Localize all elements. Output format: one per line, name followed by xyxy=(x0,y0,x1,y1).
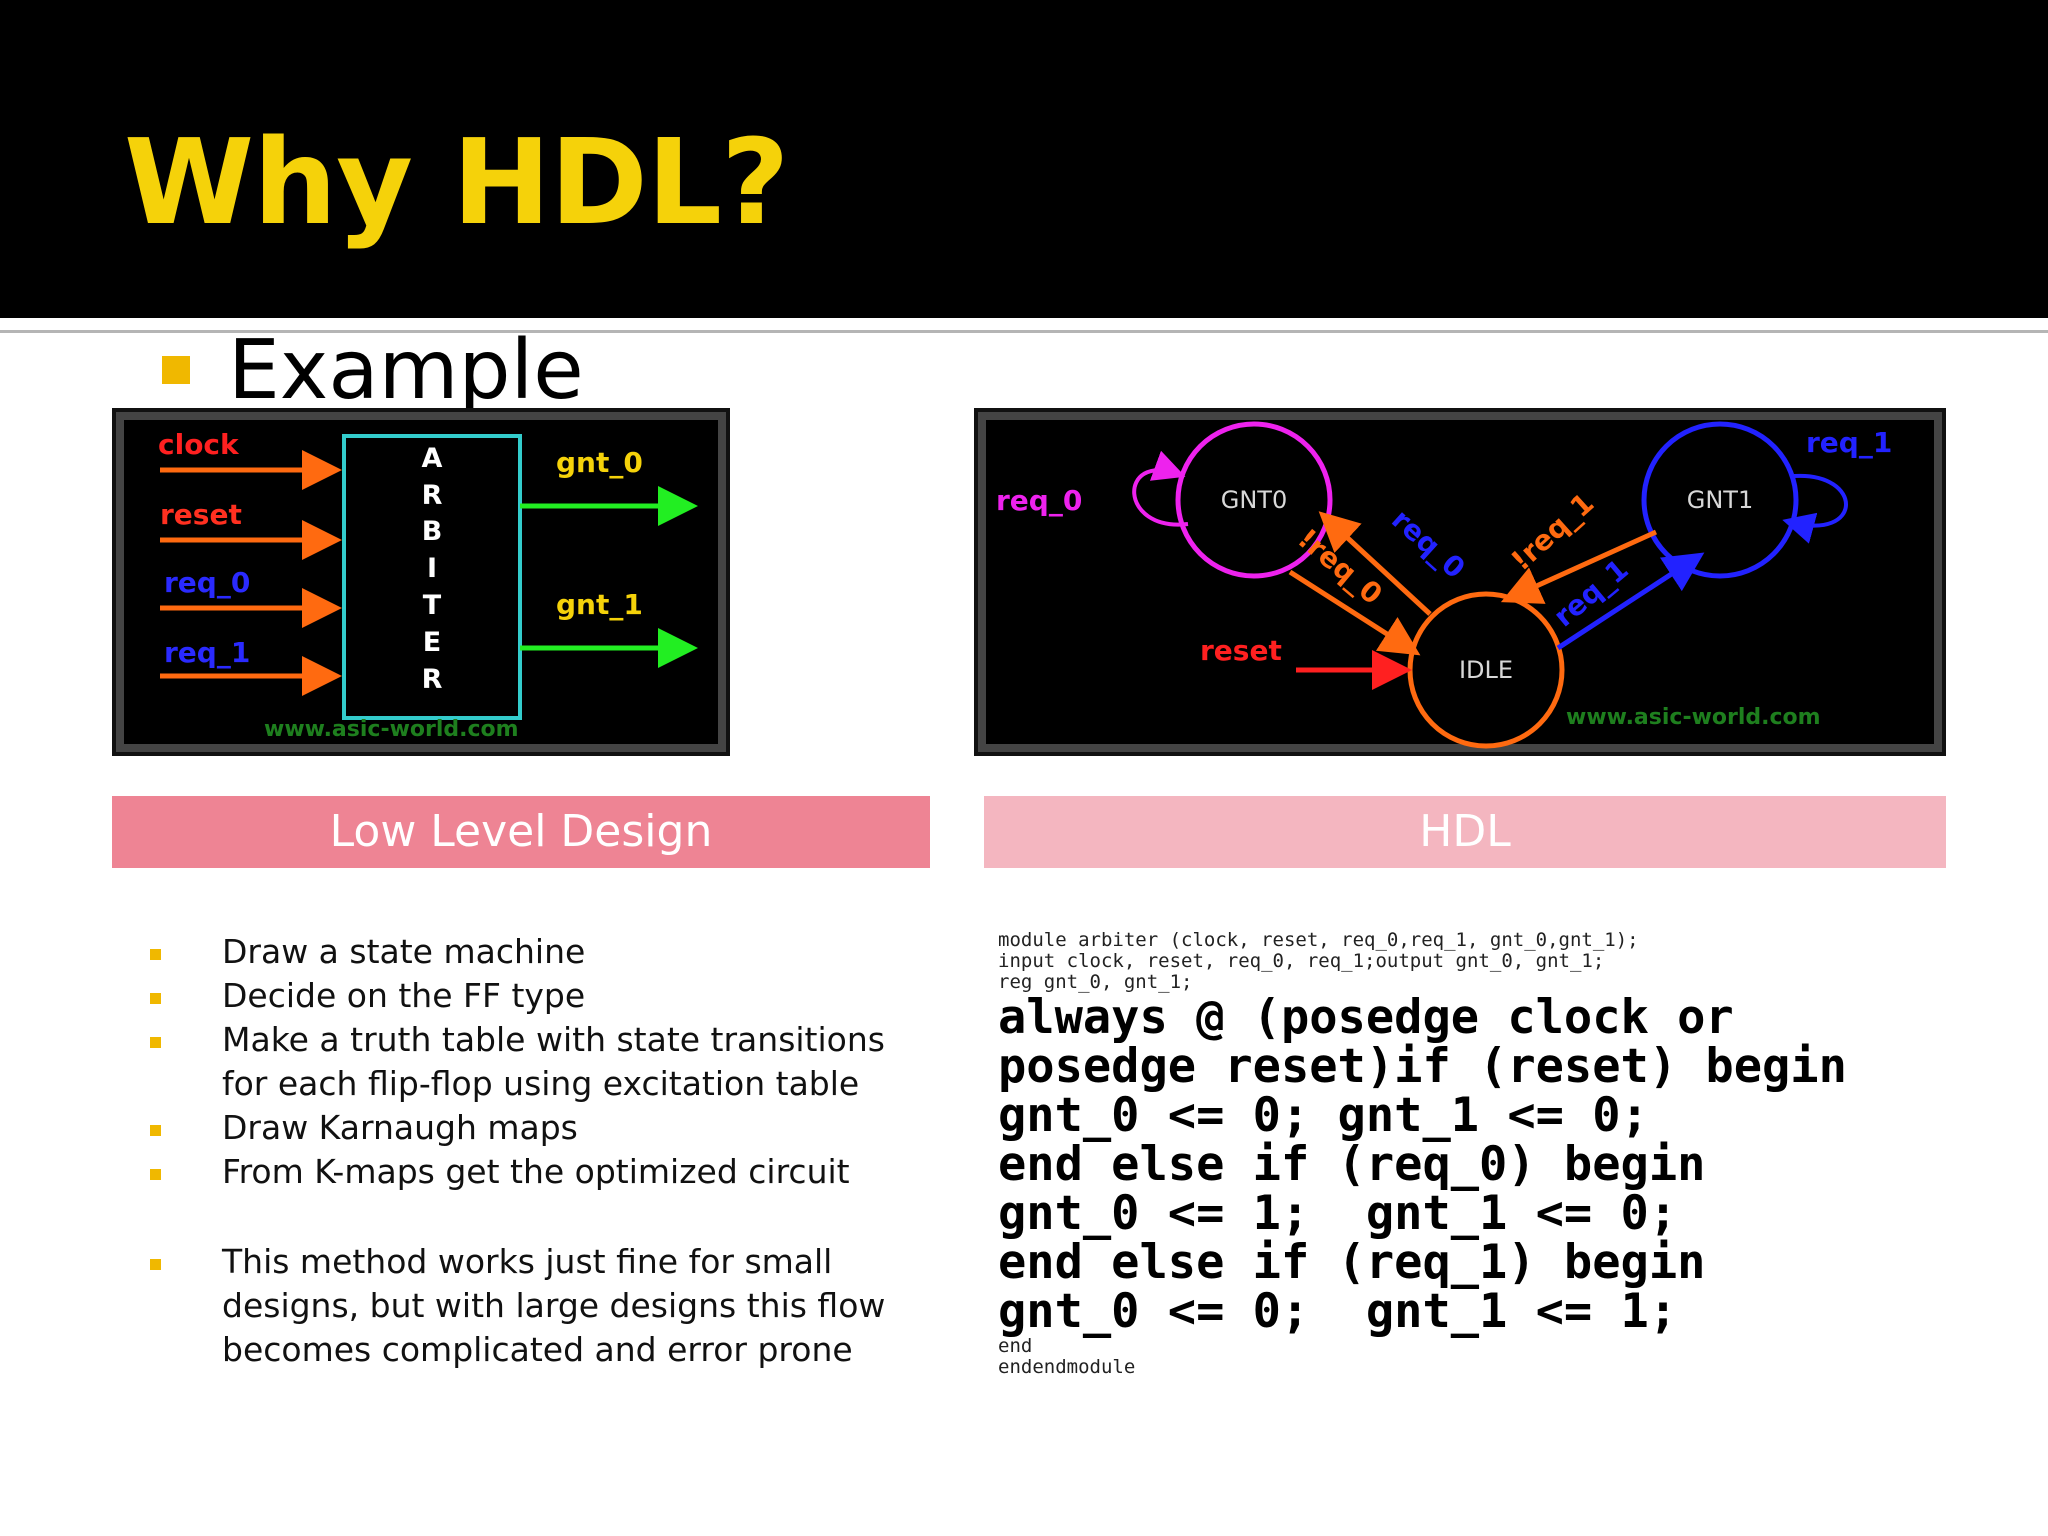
req1-loop-label: req_1 xyxy=(1806,426,1892,459)
code-line: gnt_0 <= 0; gnt_1 <= 0; xyxy=(998,1088,1649,1143)
gnt1-label: gnt_1 xyxy=(556,588,643,621)
reset-label: reset xyxy=(160,498,242,531)
code-line: gnt_0 <= 0; gnt_1 <= 1; xyxy=(998,1284,1678,1339)
code-line: end xyxy=(998,1335,1033,1357)
step-text: Draw Karnaugh maps xyxy=(222,1108,578,1147)
arbiter-letter: R xyxy=(422,480,443,511)
state-machine-diagram: GNT0 GNT1 IDLE req_0 req_1 reset !req_0 … xyxy=(974,408,1946,756)
code-line: end else if (req_1) begin xyxy=(998,1235,1706,1290)
gnt1-state-label: GNT1 xyxy=(1687,486,1753,514)
watermark: www.asic-world.com xyxy=(1566,705,1821,730)
req1-label: req_1 xyxy=(164,636,250,669)
code-line: gnt_0 <= 1; gnt_1 <= 0; xyxy=(998,1186,1678,1241)
clock-label: clock xyxy=(158,428,240,461)
list-item: From K-maps get the optimized circuit xyxy=(150,1150,940,1194)
req0-loop-label: req_0 xyxy=(996,484,1082,517)
bullet-square-icon xyxy=(150,1125,161,1136)
low-level-design-header: Low Level Design xyxy=(112,796,930,868)
step-text: Draw a state machine xyxy=(222,932,586,971)
bullet-square-icon xyxy=(150,1169,161,1180)
arbiter-block-diagram: A R B I T E R clock reset req_0 req_1 gn… xyxy=(112,408,730,756)
gnt0-label: gnt_0 xyxy=(556,446,643,479)
code-line: endendmodule xyxy=(998,1356,1136,1378)
list-item: Draw a state machine xyxy=(150,930,940,974)
bullet-square-icon xyxy=(162,356,190,384)
title-bar: Why HDL? xyxy=(0,0,2048,318)
watermark: www.asic-world.com xyxy=(264,717,519,742)
bullet-square-icon xyxy=(150,993,161,1004)
example-label: Example xyxy=(228,323,584,418)
arbiter-letter: R xyxy=(422,664,443,695)
arbiter-box xyxy=(342,434,522,720)
arbiter-letter: B xyxy=(422,516,443,547)
divider-line xyxy=(0,330,2048,333)
bullet-square-icon xyxy=(150,1037,161,1048)
low-level-steps-list: Draw a state machine Decide on the FF ty… xyxy=(150,930,940,1372)
code-line: posedge reset)if (reset) begin xyxy=(998,1039,1847,1094)
list-item: This method works just fine for small de… xyxy=(150,1240,940,1372)
not-req0-label: !req_0 xyxy=(1292,522,1389,611)
req0-edge-label: req_0 xyxy=(1385,503,1471,585)
gnt0-to-idle-arrow xyxy=(1288,569,1421,656)
idle-state-label: IDLE xyxy=(1459,656,1513,684)
gnt0-state-label: GNT0 xyxy=(1221,486,1287,514)
list-item: Draw Karnaugh maps xyxy=(150,1106,940,1150)
hdl-header: HDL xyxy=(984,796,1946,868)
gnt1-to-idle-arrow xyxy=(1500,529,1658,604)
list-item: Make a truth table with state transition… xyxy=(150,1018,940,1106)
code-line: input clock, reset, req_0, req_1;output … xyxy=(998,950,1605,972)
arbiter-letter: T xyxy=(423,590,442,621)
code-line: end else if (req_0) begin xyxy=(998,1137,1706,1192)
state-gnt0 xyxy=(1175,421,1333,579)
code-line: module arbiter (clock, reset, req_0,req_… xyxy=(998,929,1639,951)
bullet-square-icon xyxy=(150,949,161,960)
req0-label: req_0 xyxy=(164,566,250,599)
hdl-code-block: module arbiter (clock, reset, req_0,req_… xyxy=(998,930,2008,1378)
arbiter-letter: E xyxy=(423,627,441,658)
step-text: From K-maps get the optimized circuit xyxy=(222,1152,850,1191)
list-item: Decide on the FF type xyxy=(150,974,940,1018)
gnt1-self-loop xyxy=(1782,473,1848,544)
state-gnt1 xyxy=(1641,421,1799,579)
step-text: Decide on the FF type xyxy=(222,976,586,1015)
state-machine-svg: GNT0 GNT1 IDLE req_0 req_1 reset !req_0 … xyxy=(996,421,1892,749)
reset-label: reset xyxy=(1200,634,1282,667)
code-line: always @ (posedge clock or xyxy=(998,990,1734,1045)
code-line: reg gnt_0, gnt_1; xyxy=(998,971,1193,993)
arbiter-block-svg: A R B I T E R clock reset req_0 req_1 gn… xyxy=(158,428,698,742)
gnt0-self-loop xyxy=(1132,450,1189,527)
slide-title: Why HDL? xyxy=(124,113,790,251)
bullet-square-icon xyxy=(150,1259,161,1270)
arbiter-letter: I xyxy=(427,553,437,584)
idle-to-gnt0-arrow xyxy=(1318,511,1432,616)
idle-to-gnt1-arrow xyxy=(1556,552,1705,651)
arbiter-letter: A xyxy=(422,443,443,474)
step-text: This method works just fine for small de… xyxy=(222,1242,886,1369)
req1-edge-label: req_1 xyxy=(1547,553,1634,634)
step-text: Make a truth table with state transition… xyxy=(222,1020,885,1103)
